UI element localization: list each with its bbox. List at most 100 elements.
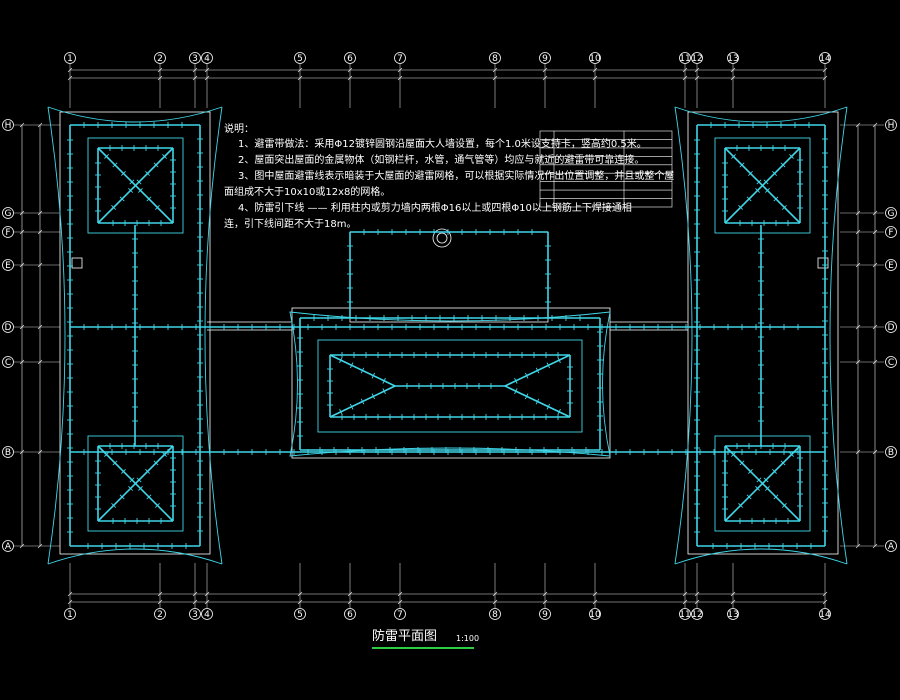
axis-bubble-left-B [2,446,14,458]
axis-label-bottom-8: 8 [492,610,498,620]
axis-bubble-top-7 [394,52,406,64]
axis-label-top-6: 6 [347,54,353,64]
axis-label-right-A: A [888,542,895,552]
dimension-tick-h-7-3 [492,599,498,605]
dimension-tick-v-5-0 [19,359,25,365]
column-marker-0 [71,257,83,269]
axis-bubble-right-B [885,446,897,458]
dimension-tick-h-11-2 [694,591,700,597]
dimension-tick-v-2-0 [19,229,25,235]
dimension-tick-v-6-0 [19,449,25,455]
wing-right-eave-right [829,106,848,565]
protection-support-tick-285 [739,460,745,466]
axis-bubble-left-F [2,226,14,238]
protection-support-tick-289 [773,494,779,500]
axis-bubble-bottom-3 [189,608,201,620]
protection-support-tick-256 [781,204,787,210]
axis-bubble-left-C [2,356,14,368]
protection-support-tick-258 [780,162,786,168]
axis-label-left-G: G [5,209,12,219]
building-outline-0 [59,111,211,555]
protection-support-tick-546 [557,357,561,364]
protection-support-tick-543 [360,367,365,374]
axis-bubble-left-E [2,259,14,271]
axis-label-top-1: 1 [67,54,73,64]
axis-bubble-top-6 [344,52,356,64]
protection-support-tick-548 [535,367,540,374]
dimension-tick-v-4-1 [37,324,43,330]
protection-support-tick-136 [153,460,159,466]
axis-bubble-top-12 [691,52,703,64]
column-marker-1 [817,257,829,269]
protection-support-tick-547 [546,362,551,369]
axis-label-bottom-11: 11 [679,610,690,620]
dimension-tick-h-10-3 [682,599,688,605]
axis-label-right-B: B [888,448,894,458]
axis-bubble-left-H [2,119,14,131]
dimension-tick-h-9-2 [592,591,598,597]
axis-bubble-bottom-4 [201,608,213,620]
pavilion-right-1-eave [714,435,811,532]
protection-support-tick-549 [524,372,529,379]
axis-label-left-C: C [5,358,11,368]
axis-label-top-5: 5 [297,54,303,64]
protection-support-tick-553 [360,398,365,405]
drawing-scale: 1:100 [456,634,479,643]
protection-support-tick-288 [764,485,770,491]
axis-bubble-bottom-12 [691,608,703,620]
protection-support-tick-296 [746,494,752,500]
protection-support-tick-138 [136,477,142,483]
protection-support-tick-100 [154,204,160,210]
axis-bubble-bottom-13 [727,608,739,620]
protection-support-tick-104 [136,179,142,185]
protection-support-tick-107 [111,204,117,210]
dimension-tick-h-0-0 [67,67,73,73]
dimension-tick-v-6-2 [855,449,861,455]
protection-support-tick-262 [746,196,752,202]
axis-label-bottom-6: 6 [347,610,353,620]
dimension-tick-h-9-0 [592,67,598,73]
central-hall-eave [289,311,611,457]
protection-support-tick-255 [773,196,779,202]
protection-support-tick-551 [339,408,343,415]
dimension-tick-h-9-3 [592,599,598,605]
protection-support-tick-98 [137,187,143,193]
axis-bubble-right-C [885,356,897,368]
axis-label-top-12: 12 [691,54,702,64]
axis-label-top-10: 10 [589,54,601,64]
note-line-1: 1、避雷带做法：采用Φ12镀锌圆钢沿屋面大人墙设置，每个1.0米设支持卡，竖高约… [238,137,647,150]
dimension-tick-h-0-2 [67,591,73,597]
protection-support-tick-260 [763,179,769,185]
dimension-tick-h-11-0 [694,67,700,73]
protection-support-tick-140 [119,494,125,500]
axis-label-bottom-13: 13 [727,610,738,620]
dimension-tick-v-4-0 [19,324,25,330]
note-line-2: 2、屋面突出屋面的金属物体（如钢栏杆，水管，通气管等）均应与就近的避雷带可靠连接… [238,153,644,166]
axis-bubble-right-F [885,226,897,238]
pavilion-right-1-diag-b [724,445,801,522]
dimension-tick-h-3-3 [204,599,210,605]
dimension-tick-h-2-0 [192,67,198,73]
dimension-tick-v-0-0 [19,122,25,128]
dimension-tick-h-12-2 [730,591,736,597]
axis-label-bottom-4: 4 [204,610,210,620]
axis-bubble-top-3 [189,52,201,64]
protection-support-tick-287 [756,477,762,483]
axis-label-bottom-3: 3 [192,610,198,620]
axis-label-left-D: D [5,323,12,333]
protection-support-tick-254 [764,187,770,193]
axis-label-top-7: 7 [397,54,403,64]
axis-label-right-G: G [888,209,895,219]
dimension-tick-h-8-2 [542,591,548,597]
dimension-tick-h-4-1 [297,75,303,81]
pavilion-right-0-diag-b [724,147,801,224]
dimension-tick-v-3-3 [872,262,878,268]
protection-support-tick-545 [382,377,386,384]
protection-support-tick-556 [557,408,561,415]
dimension-tick-h-10-0 [682,67,688,73]
protection-support-tick-554 [371,393,376,400]
note-line-6: 连，引下线间距不大于18m。 [224,217,356,230]
dimension-tick-h-4-0 [297,67,303,73]
